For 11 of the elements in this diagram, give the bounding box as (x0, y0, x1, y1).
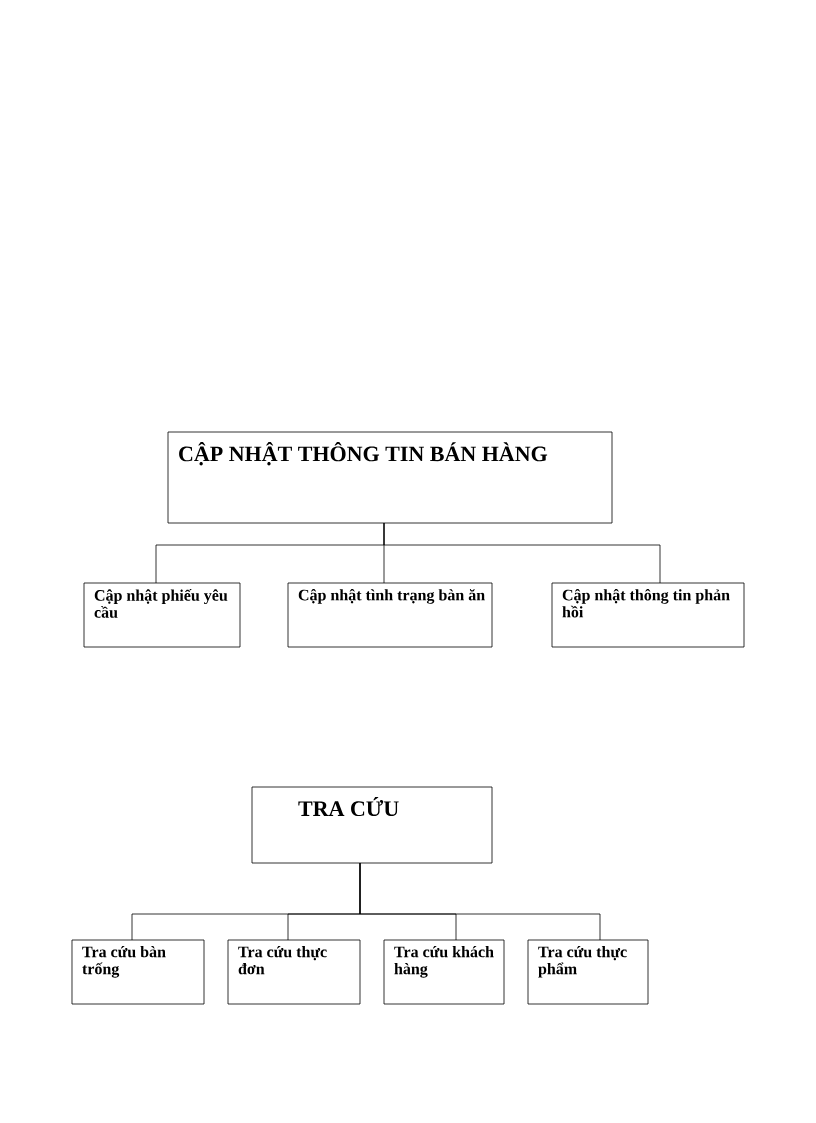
function-box: Tra cứu thực đơn (227, 939, 361, 1005)
module-box: CẬP NHẬT THÔNG TIN BÁN HÀNG (167, 431, 613, 524)
function-box: Cập nhật thông tin phản hồi (551, 582, 745, 648)
module-box: TRA CỨU (251, 786, 493, 864)
function-box: Tra cứu thực phẩm (527, 939, 649, 1005)
connector-line (383, 522, 661, 584)
connector-line (359, 862, 601, 941)
function-box: Tra cứu bàn trống (71, 939, 205, 1005)
function-box: Cập nhật tình trạng bàn ăn (287, 582, 493, 648)
function-box: Cập nhật phiếu yêu cầu (83, 582, 241, 648)
function-box: Tra cứu khách hàng (383, 939, 505, 1005)
